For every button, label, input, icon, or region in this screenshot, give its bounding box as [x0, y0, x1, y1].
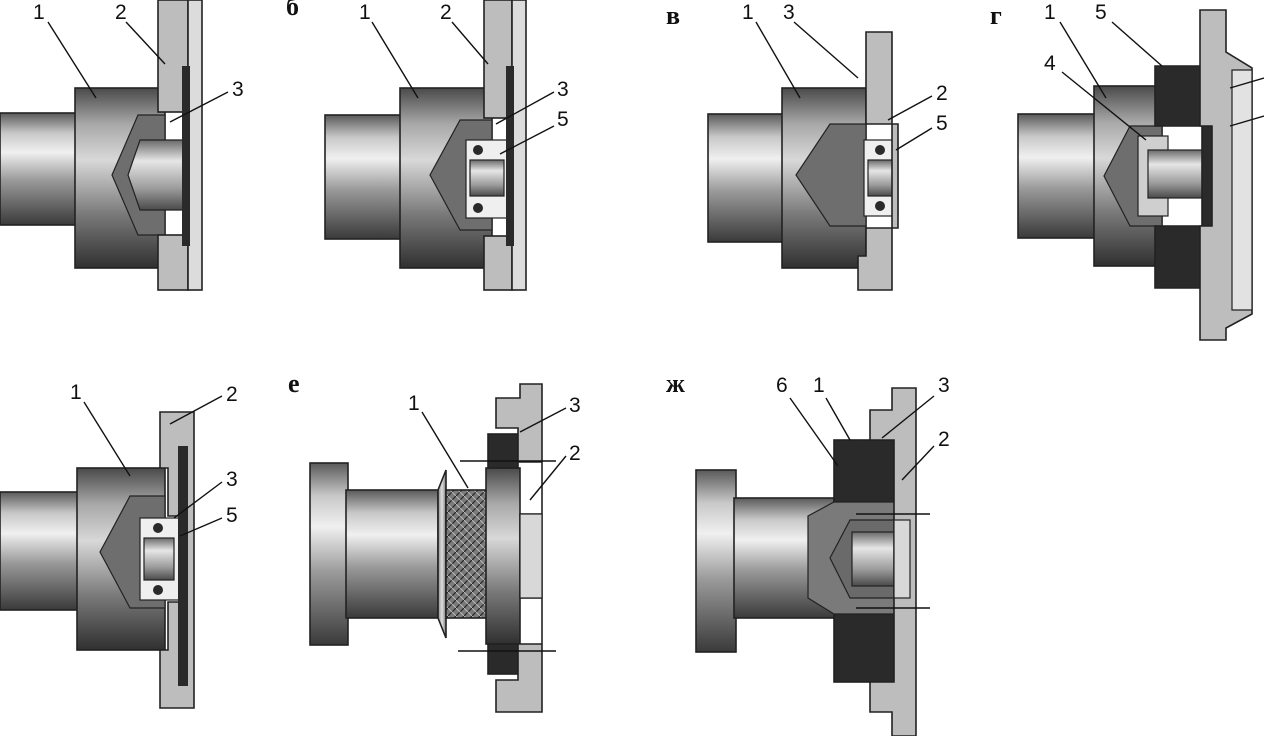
pin [127, 139, 186, 211]
callout-3: 3 [569, 394, 581, 417]
panel-letter: в [666, 1, 680, 30]
bearing-ball [875, 145, 885, 155]
shaft [324, 114, 408, 240]
leader-line [173, 481, 223, 519]
leader-line [1229, 77, 1264, 89]
leader-line [495, 91, 555, 125]
leader-line [1229, 115, 1264, 127]
callout-1: 1 [359, 1, 371, 24]
bearing-ball [473, 203, 483, 213]
flanged-plate [857, 31, 899, 291]
callout-3: 3 [557, 78, 569, 101]
callout-2: 2 [936, 82, 948, 105]
hub [485, 467, 521, 645]
bearing-race [469, 159, 505, 197]
callout-3: 3 [783, 1, 795, 24]
bearing-ball [153, 585, 163, 595]
panel-letter: ж [666, 369, 685, 398]
leader-line [169, 91, 229, 123]
plate-rib [187, 0, 203, 291]
leader-line [825, 397, 851, 441]
panel-zh: ж 6 1 3 2 [666, 369, 950, 736]
panel-d: 1 2 3 5 [0, 381, 238, 709]
leader-line [1111, 21, 1163, 67]
leader-line [499, 125, 555, 155]
shaft [345, 489, 439, 619]
leader-line [529, 455, 567, 501]
callout-2: 2 [569, 442, 581, 465]
leader-line [421, 411, 469, 489]
bearing-race [143, 537, 175, 581]
leader-line [793, 21, 859, 79]
callout-2: 2 [440, 1, 452, 24]
shaft [1017, 113, 1099, 239]
cone-collar [437, 469, 447, 639]
leader-line [881, 395, 935, 439]
callout-3: 3 [226, 468, 238, 491]
bearing-ball [153, 523, 163, 533]
leader-line [451, 21, 489, 65]
bearing-ball [875, 201, 885, 211]
leader-line [371, 21, 419, 99]
dark-ring [487, 433, 519, 469]
bearing-race [867, 159, 895, 197]
shaft [707, 113, 789, 243]
leader-line [125, 21, 166, 65]
panel-a: 1 2 3 [0, 0, 244, 291]
callout-5: 5 [936, 112, 948, 135]
callout-5: 5 [557, 108, 569, 131]
plate-rib [511, 0, 527, 291]
callout-1: 1 [70, 381, 82, 404]
knurled-section [445, 489, 491, 619]
callout-1: 1 [742, 1, 754, 24]
shaft [0, 491, 81, 611]
flanged-plate [869, 387, 917, 736]
leader-line [789, 397, 839, 467]
plate-slot [178, 446, 188, 686]
leader-line [179, 517, 223, 537]
leader-line [169, 395, 223, 425]
callout-2: 2 [226, 383, 238, 406]
panel-letter: б [286, 0, 299, 21]
leader-line [1061, 71, 1147, 141]
panel-letter: г [990, 1, 1002, 30]
leader-line [895, 127, 933, 151]
plate-boss [519, 513, 543, 599]
panel-v: в 1 3 2 5 [666, 1, 948, 291]
leader-line [83, 401, 131, 477]
leader-line [755, 21, 801, 99]
end-disk [309, 462, 349, 646]
callout-1: 1 [33, 1, 45, 24]
plate-slot [182, 66, 190, 246]
dark-hub [1154, 65, 1213, 289]
shaft [0, 112, 79, 226]
leader-line [47, 21, 97, 99]
end-disk [695, 469, 737, 653]
plate-recess [1231, 69, 1253, 311]
panel-b: б 1 2 3 5 [286, 0, 569, 291]
panel-g: г 1 5 4 [990, 1, 1264, 341]
callout-2: 2 [938, 428, 950, 451]
panel-e: е 1 3 2 [288, 369, 581, 713]
callout-4: 4 [1044, 52, 1056, 75]
leader-line [1059, 21, 1107, 99]
callout-1: 1 [408, 392, 420, 415]
dark-ring [487, 643, 519, 675]
callout-5: 5 [226, 504, 238, 527]
callout-6: 6 [776, 374, 788, 397]
plate-slot [506, 66, 514, 246]
leader-line [887, 95, 933, 121]
panel-letter: е [288, 369, 300, 398]
callout-1: 1 [1044, 1, 1056, 24]
leader-line [901, 445, 935, 481]
leader-line [519, 407, 567, 433]
callout-3: 3 [232, 78, 244, 101]
callout-2: 2 [115, 1, 127, 24]
plate-recess [893, 519, 911, 599]
bearing-ball [473, 145, 483, 155]
callout-1: 1 [813, 374, 825, 397]
callout-5: 5 [1095, 1, 1107, 24]
callout-3: 3 [938, 374, 950, 397]
